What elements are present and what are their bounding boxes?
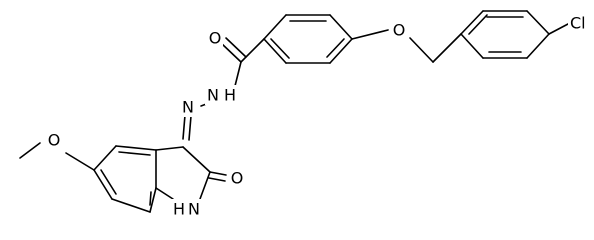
bonds [19,10,569,213]
bond [111,198,151,213]
bond [155,187,174,200]
bond [115,145,157,151]
bond [149,191,152,206]
bond [526,10,550,35]
bond [118,151,151,156]
atom-labels: O O Cl N H N O O H N [45,13,592,219]
bond [240,38,265,63]
bond [93,145,117,171]
ether-oxygen-label: O [393,21,406,40]
lactam-oxygen-label: O [231,169,244,188]
bond [326,38,345,58]
bond [263,38,287,64]
methoxy-oxygen-label: O [48,131,61,150]
molecule-structure-diagram: O O Cl N H N O O H N [19,10,592,219]
bond [208,177,226,182]
bond [220,42,242,63]
bond [468,14,488,35]
bond [155,146,184,151]
bond [460,10,484,35]
lactam-hydrogen-label: H [173,200,185,219]
bond [209,171,227,176]
lactam-nitrogen-label: N [188,200,200,219]
bond [409,37,434,63]
bond [548,23,569,35]
bond [182,146,211,173]
hydrazide-nitrogen-label: N [207,86,219,105]
bond [351,29,389,40]
bond [270,38,290,59]
bond [149,187,157,213]
bond [263,14,287,40]
bond [329,38,353,64]
carbonyl-oxygen-label: O [209,29,222,48]
bond [19,142,41,159]
bond [100,169,117,195]
bond [460,33,484,59]
bond [225,37,247,58]
bond [199,171,211,200]
bond [188,115,192,141]
bond [432,33,462,63]
bond [93,169,113,200]
imine-nitrogen-label: N [182,98,194,117]
bond [526,33,550,59]
chlorine-label: Cl [570,14,586,33]
hydrazide-hydrogen-label: H [224,86,236,105]
bond [329,14,353,40]
bond [182,114,186,140]
bond [234,61,242,87]
bond [65,152,95,171]
